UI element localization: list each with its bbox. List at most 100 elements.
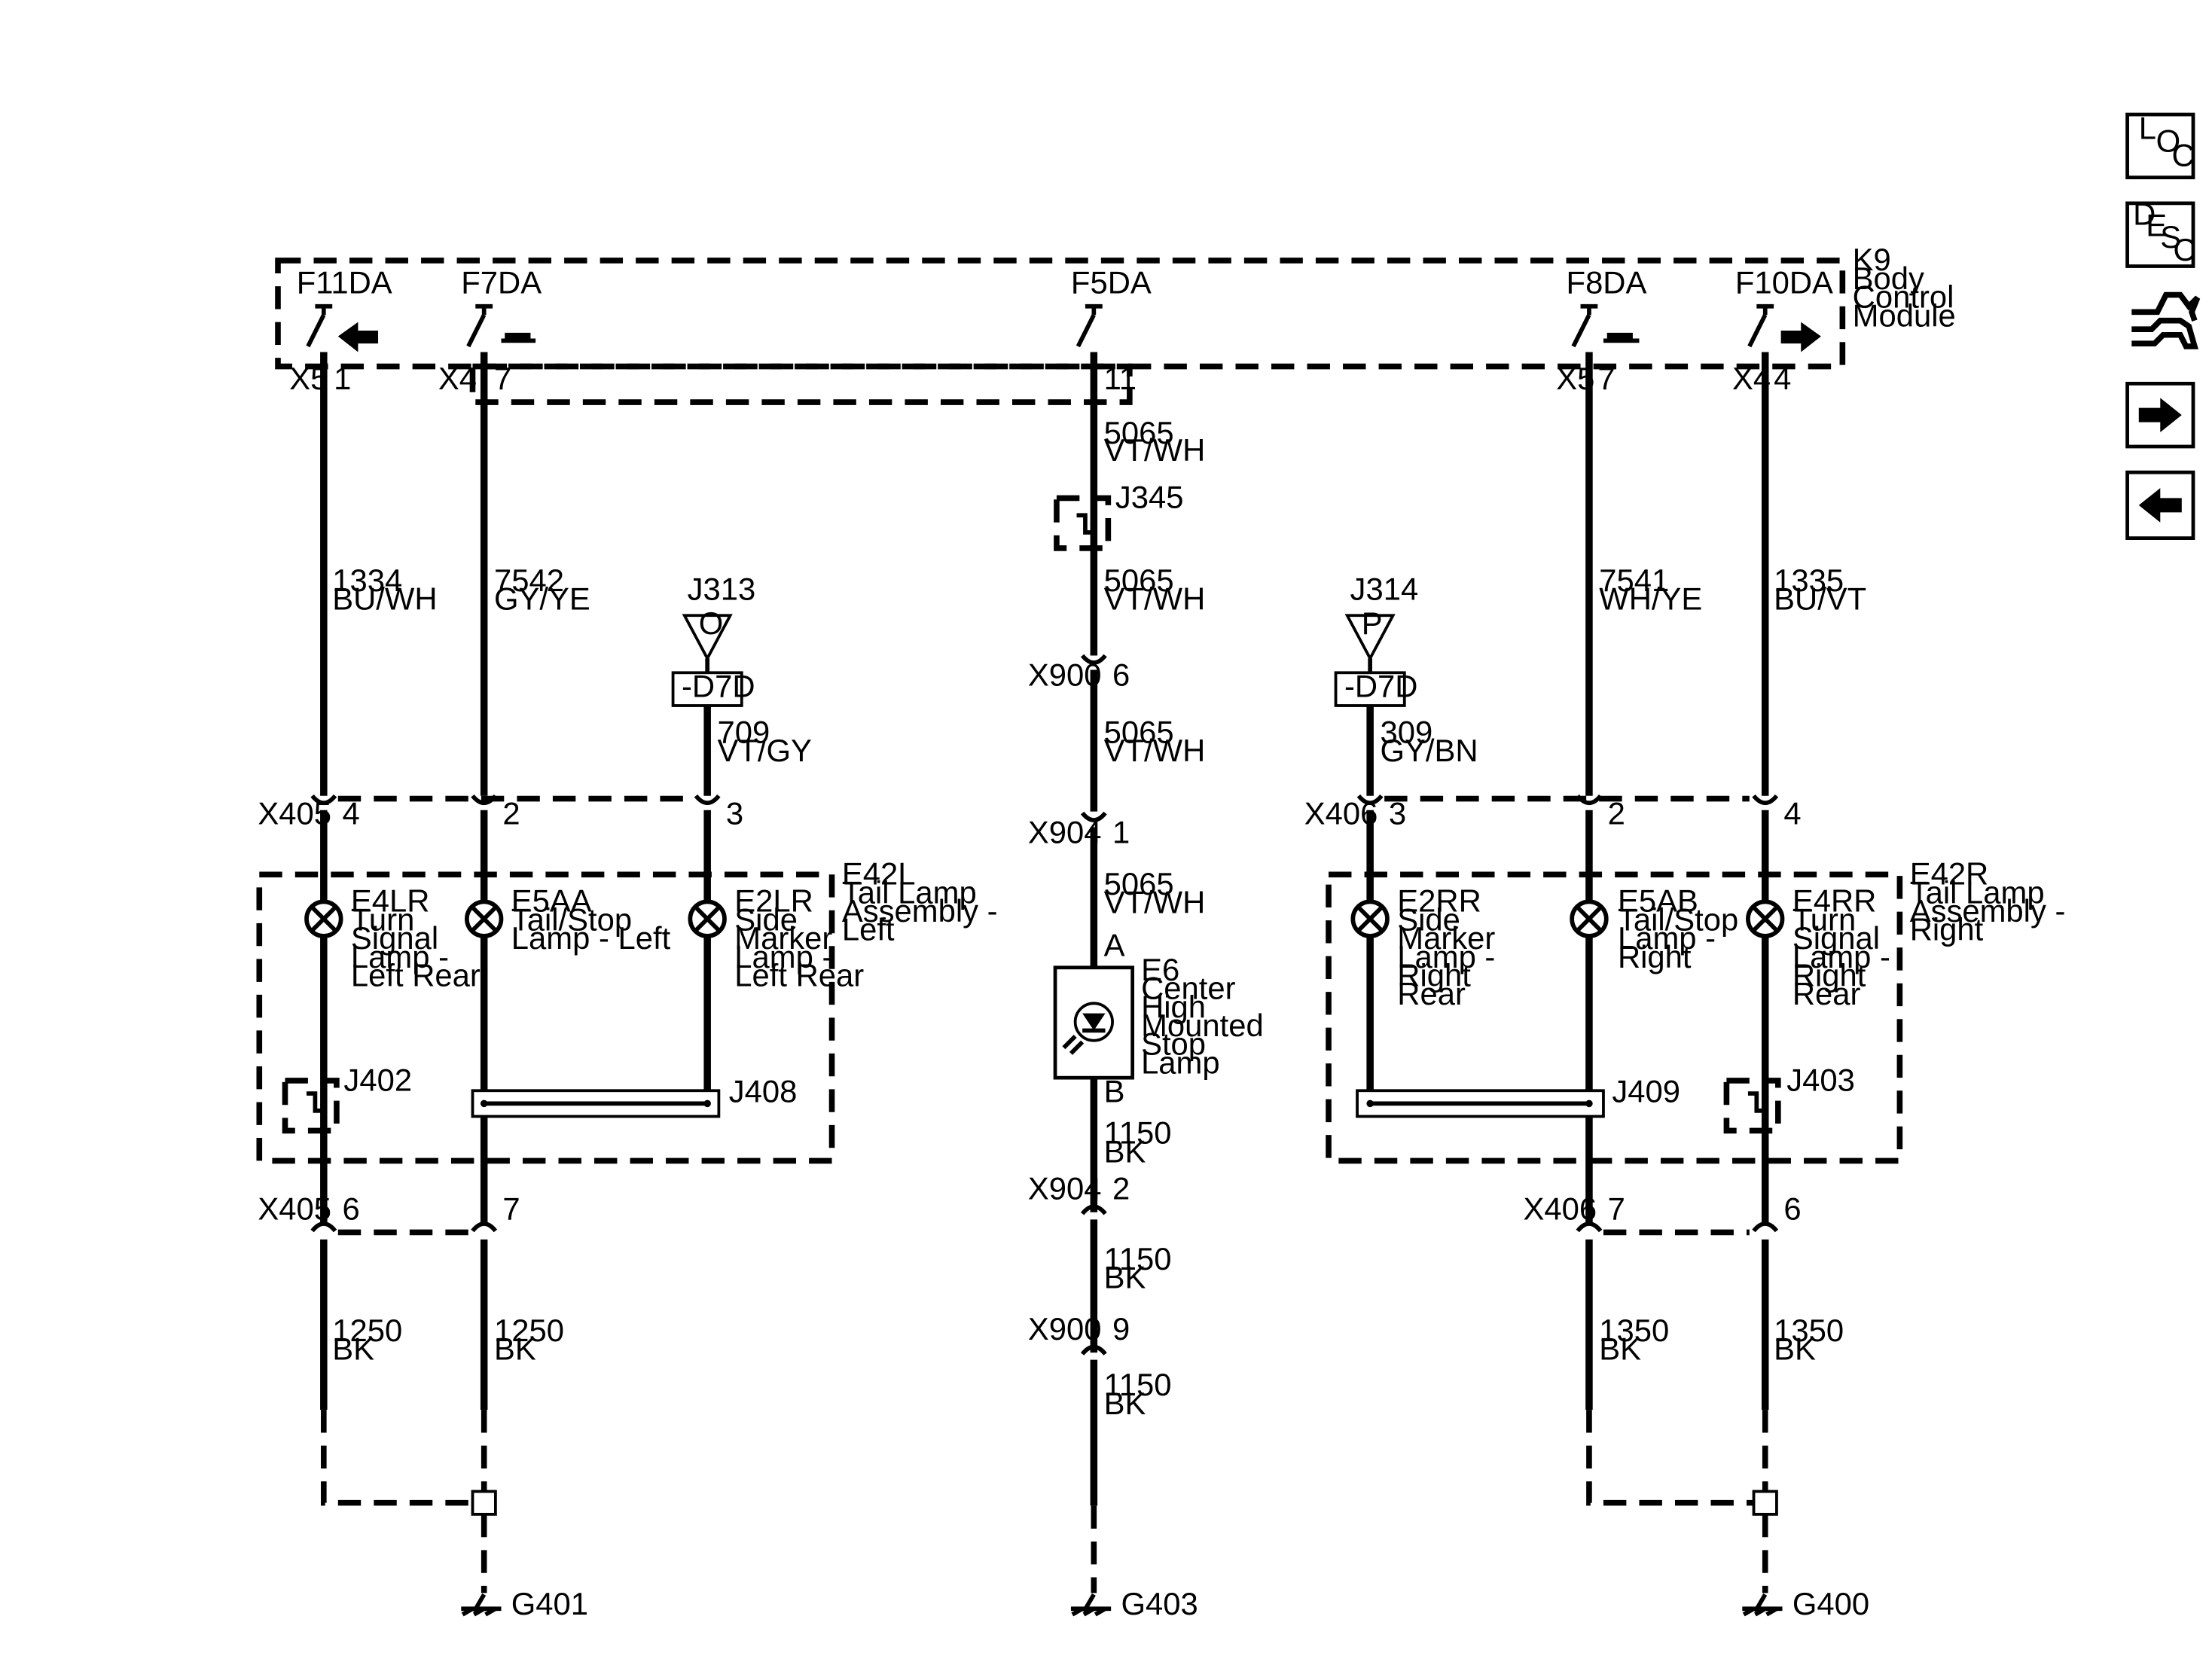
switch-contact (306, 313, 326, 348)
ground-icon (1742, 1593, 1783, 1617)
svg-text:Center: Center (1141, 971, 1236, 1006)
svg-text:Rear: Rear (1397, 976, 1466, 1011)
svg-text:E6: E6 (1141, 952, 1179, 987)
switch-contact (1571, 313, 1591, 348)
previous-page-button[interactable] (2125, 470, 2195, 541)
circuit-number: 709 (717, 714, 770, 749)
assembly-line: Tail Lamp (1910, 874, 2045, 910)
ground-icon (1070, 1593, 1112, 1617)
svg-text:C: C (2172, 137, 2195, 172)
pin-label: 4 (1783, 796, 1801, 831)
pwm-icon (1603, 332, 1640, 343)
pin-label: 2 (1608, 796, 1625, 831)
assembly-line: Assembly - (1910, 893, 2066, 929)
pin-label: 11 (1104, 361, 1137, 396)
ground-junction (471, 1490, 497, 1516)
pin-label: 7 (494, 361, 511, 396)
svg-text:BK: BK (1104, 1133, 1146, 1169)
connector-name: X405 (258, 1191, 331, 1226)
connector-icon (2131, 291, 2201, 349)
switch-contact (1747, 313, 1768, 348)
fuse-label: F10DA (1735, 265, 1833, 300)
svg-text:Left Rear: Left Rear (351, 958, 481, 993)
connector-label: X4 (438, 361, 477, 396)
fuse-f8da: F8DA X5 7 (1556, 265, 1646, 396)
fuse-f7da: F7DA X4 7 (438, 265, 542, 396)
svg-text:Left Rear: Left Rear (734, 958, 864, 993)
assembly-id: E42L (842, 856, 916, 892)
svg-text:E4RR: E4RR (1792, 883, 1877, 919)
switch-contact (466, 313, 487, 348)
pin-label: 1 (334, 361, 351, 396)
pin-label: 7 (1597, 361, 1615, 396)
svg-text:D: D (2133, 196, 2156, 231)
fuse-f10da: F10DA X4 4 (1732, 265, 1833, 396)
connector-end-view-button[interactable] (2131, 291, 2201, 349)
svg-text:Right: Right (1792, 958, 1866, 993)
svg-text:E5AB: E5AB (1618, 883, 1698, 919)
svg-text:BK: BK (1104, 1260, 1146, 1295)
d7d-box (671, 671, 743, 707)
connector-name: X406 (1304, 796, 1378, 831)
j402-splice (282, 1078, 340, 1134)
pin-label: 7 (502, 1191, 520, 1226)
desc-button[interactable]: D E S C (2125, 196, 2196, 268)
jumper-name: J313 (688, 571, 756, 606)
bus-label: J409 (1612, 1073, 1680, 1109)
svg-text:E5AA: E5AA (511, 883, 592, 919)
arrow-left-icon (2138, 488, 2182, 523)
svg-text:BK: BK (494, 1331, 536, 1367)
svg-text:Lamp -: Lamp - (1397, 939, 1495, 974)
ground-label: G401 (511, 1586, 588, 1621)
e42l-assembly-outline (256, 871, 835, 1164)
arrow-left-icon (337, 322, 379, 352)
loc-button[interactable]: L O C (2125, 110, 2195, 180)
pin-label: A (1104, 928, 1125, 963)
bus-label: J408 (729, 1073, 798, 1109)
lamp-e4lr: E4LR Turn Signal Lamp - Left Rear (304, 883, 481, 993)
sidebar-toolbar: L O C D E S C (2125, 110, 2201, 541)
pin-label: 3 (726, 796, 743, 831)
next-page-button[interactable] (2125, 381, 2195, 449)
connector-name: X900 (1028, 1311, 1102, 1346)
circuit-number: 1334 (332, 563, 402, 598)
lamp-e4rr: E4RR Turn Signal Lamp - Right Rear (1746, 883, 1890, 1011)
svg-text:Right: Right (1397, 958, 1471, 993)
svg-text:Turn: Turn (351, 901, 414, 937)
assembly-line: Left (842, 912, 895, 947)
svg-text:309: 309 (1380, 714, 1432, 749)
fuse-label: F7DA (461, 265, 542, 300)
svg-text:High: High (1141, 989, 1206, 1024)
svg-text:Signal: Signal (1792, 920, 1880, 956)
svg-text:Lamp -: Lamp - (1792, 939, 1890, 974)
module-name: K9 (1853, 242, 1891, 277)
svg-text:BK: BK (332, 1331, 374, 1367)
svg-text:Signal: Signal (351, 920, 438, 956)
svg-text:C: C (2173, 232, 2195, 267)
d7d-box (1334, 671, 1406, 707)
assembly-line: Tail Lamp (842, 874, 977, 910)
svg-text:Side: Side (734, 901, 798, 937)
wire-color: GY/YE (494, 581, 590, 617)
svg-text:VT/WH: VT/WH (1104, 432, 1206, 468)
svg-text:VT/WH: VT/WH (1104, 581, 1206, 617)
ground-label: G403 (1121, 1586, 1198, 1621)
svg-text:Lamp: Lamp (1141, 1045, 1220, 1080)
svg-text:1350: 1350 (1599, 1313, 1669, 1348)
ground-label: G400 (1792, 1586, 1869, 1621)
pin-label: 4 (1774, 361, 1791, 396)
pwm-icon (501, 332, 536, 343)
svg-text:Lamp - Left: Lamp - Left (511, 920, 671, 956)
svg-text:E2LR: E2LR (734, 883, 813, 919)
svg-text:E2RR: E2RR (1397, 883, 1481, 919)
svg-text:Tail/Stop: Tail/Stop (1618, 901, 1738, 937)
module-line-3: Module (1853, 297, 1956, 333)
pin-label: 2 (502, 796, 520, 831)
led-icon (1062, 1002, 1114, 1055)
svg-text:Mounted: Mounted (1141, 1008, 1264, 1043)
wire-color: BU/WH (332, 581, 437, 617)
jumper-letter: P (1362, 605, 1383, 641)
pin-label: 2 (1112, 1171, 1130, 1206)
